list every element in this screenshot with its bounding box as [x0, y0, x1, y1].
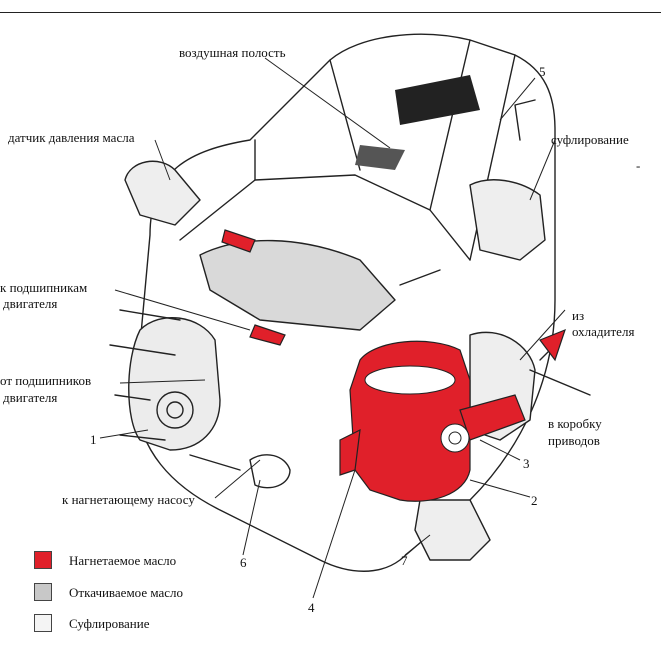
- label-oil-pressure-sensor: датчик давления масла: [8, 130, 135, 145]
- callout-number-7: 7: [401, 553, 408, 568]
- legend-label-scavenge-oil: Откачиваемое масло: [69, 585, 184, 600]
- label-from-cooler-line1: из: [572, 308, 585, 323]
- legend-swatch-breather: [34, 614, 52, 632]
- legend-swatch-scavenge-oil: [34, 583, 52, 601]
- label-to-bearings-line2: двигателя: [3, 296, 58, 311]
- label-air-cavity: воздушная полость: [179, 45, 286, 60]
- callout-number-2: 2: [531, 493, 538, 508]
- tank-outline: [134, 33, 556, 572]
- air-cavity-shade: [355, 145, 405, 170]
- legend-label-breather: Суфлирование: [69, 616, 150, 631]
- legend-swatch-pressure-oil: [34, 551, 52, 569]
- callout-number-3: 3: [523, 456, 530, 471]
- callout-number-6: 6: [240, 555, 247, 570]
- label-to-bearings-line1: к подшипникам: [0, 280, 88, 295]
- callout-number-4: 4: [308, 600, 315, 615]
- label-to-gearbox-line2: приводов: [548, 433, 600, 448]
- scavenge-strip: [395, 75, 480, 125]
- callout-number-5: 5: [539, 64, 546, 79]
- label-to-pressure-pump: к нагнетающему насосу: [62, 492, 195, 507]
- label-from-bearings-line2: двигателя: [3, 390, 58, 405]
- label-from-cooler-line2: охладителя: [572, 324, 635, 339]
- leader-lines: [99, 57, 566, 599]
- label-from-bearings-line1: от подшипников: [0, 373, 92, 388]
- label-to-gearbox-line1: в коробку: [548, 416, 602, 431]
- label-dash: -: [636, 158, 641, 173]
- callout-number-1: 1: [90, 432, 97, 447]
- top-rule: [0, 12, 661, 13]
- label-breather: суфлирование: [551, 132, 629, 147]
- legend-label-pressure-oil: Нагнетаемое масло: [69, 553, 177, 568]
